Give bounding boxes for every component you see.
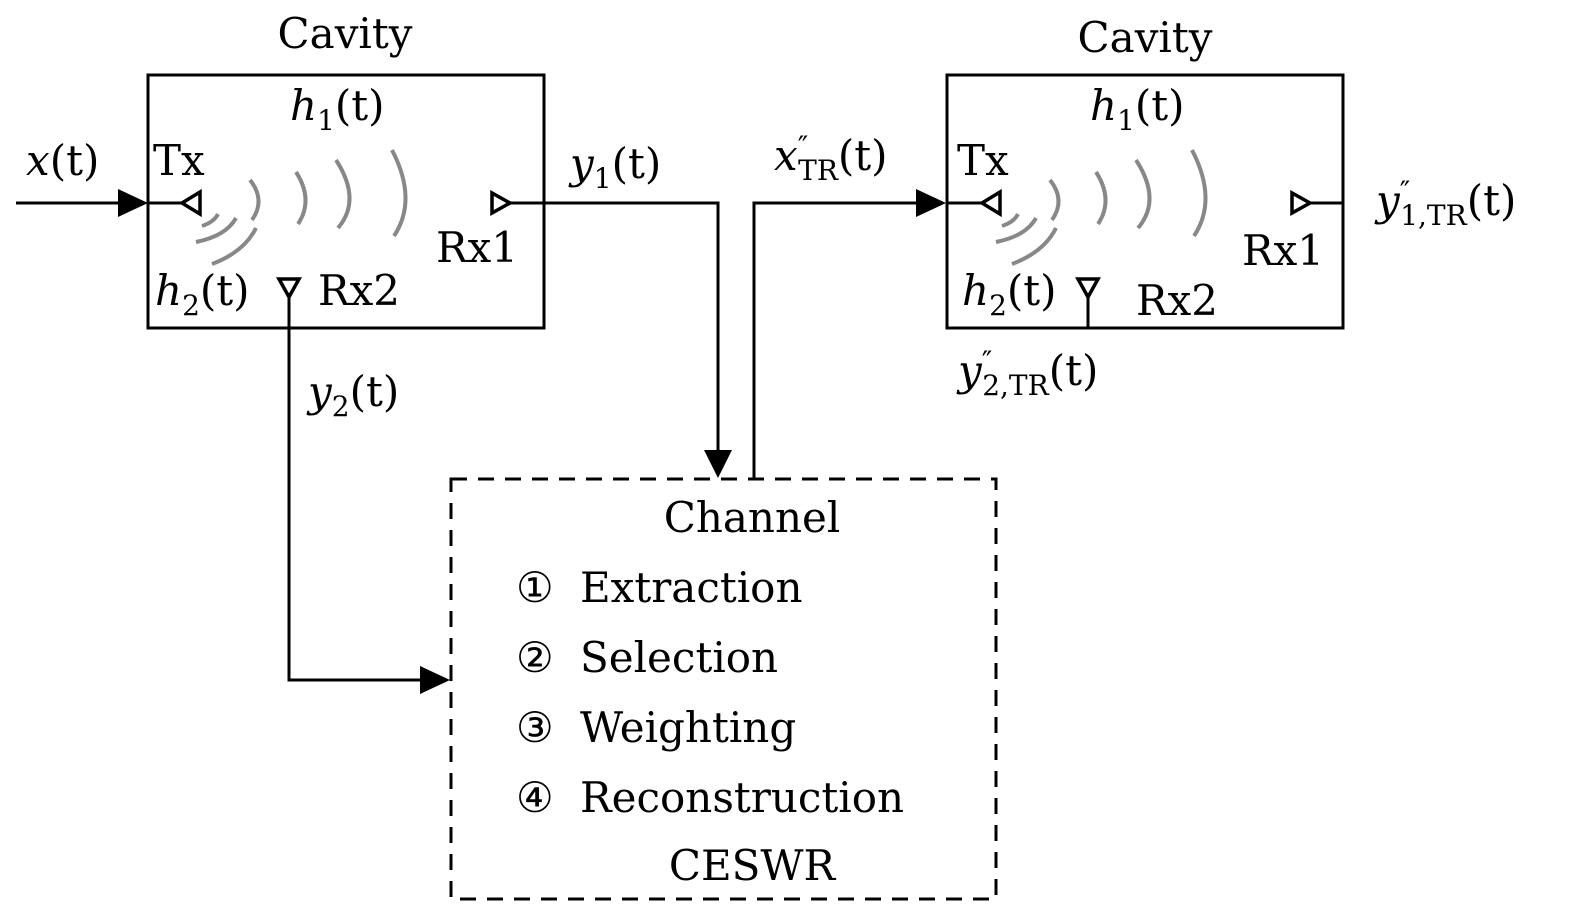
left-cavity-title: Cavity [278, 9, 413, 58]
left-h2-label: h2(t) [155, 266, 250, 322]
right-rx1-antenna-icon [1290, 190, 1314, 216]
y2-label: y2(t) [306, 367, 399, 423]
left-cavity: Cavity h1(t) Tx Rx1 h2(t) Rx2 [146, 9, 546, 330]
right-tx-label: Tx [957, 136, 1009, 185]
right-rx1-label: Rx1 [1242, 226, 1324, 275]
y2-arrow-icon [420, 666, 450, 694]
step-item: ③ Weighting [516, 703, 796, 752]
right-tx-antenna-icon [978, 188, 1002, 218]
step-label: Reconstruction [580, 773, 904, 822]
input-signal-label: x(t) [26, 136, 99, 185]
left-tx-label: Tx [153, 136, 205, 185]
left-wave-icon-direct [248, 149, 408, 238]
step-marker: ② [516, 633, 554, 682]
step-label: Extraction [580, 563, 803, 612]
x-tr-arrow-icon [916, 189, 946, 217]
left-rx1-antenna-icon [490, 190, 514, 216]
y1-wire [544, 201, 720, 452]
channel-block-box [449, 477, 998, 901]
step-marker: ③ [516, 703, 554, 752]
right-cavity: Cavity h1(t) Tx Rx1 h2(t) Rx2 [945, 13, 1345, 330]
y2-wire [287, 297, 424, 682]
y1-tr-label: y″1,TR(t) [1374, 175, 1516, 232]
left-rx2-label: Rx2 [318, 266, 400, 315]
step-marker: ① [516, 563, 554, 612]
right-cavity-title: Cavity [1078, 13, 1213, 62]
left-h1-label: h1(t) [290, 81, 385, 137]
channel-block-title: Channel [664, 493, 841, 542]
left-tx-antenna-icon [178, 188, 202, 218]
y1-label: y1(t) [568, 139, 661, 195]
right-rx2-label: Rx2 [1136, 276, 1218, 325]
step-label: Weighting [580, 703, 796, 752]
y2-tr-label: y″2,TR(t) [956, 345, 1098, 402]
channel-processing-block: Channel ① Extraction ② Selection ③ Weigh… [449, 477, 998, 901]
x-tr-label: x″TR(t) [774, 130, 888, 187]
left-rx1-label: Rx1 [436, 223, 518, 272]
y1-arrow-icon [704, 450, 732, 478]
input-arrow-icon [118, 189, 148, 217]
right-h2-label: h2(t) [962, 266, 1057, 322]
x-tr-wire [752, 201, 920, 478]
right-h1-label: h1(t) [1090, 81, 1185, 137]
channel-block-footer: CESWR [669, 841, 837, 890]
step-item: ④ Reconstruction [516, 773, 904, 822]
step-label: Selection [580, 633, 778, 682]
step-item: ② Selection [516, 633, 778, 682]
step-item: ① Extraction [516, 563, 803, 612]
left-wave-icon-side [195, 213, 258, 266]
right-rx2-antenna-icon [1075, 277, 1101, 301]
step-marker: ④ [516, 773, 554, 822]
right-wave-icon-side [995, 213, 1058, 266]
right-wave-icon-direct [1048, 149, 1208, 238]
left-rx2-antenna-icon [276, 277, 302, 301]
